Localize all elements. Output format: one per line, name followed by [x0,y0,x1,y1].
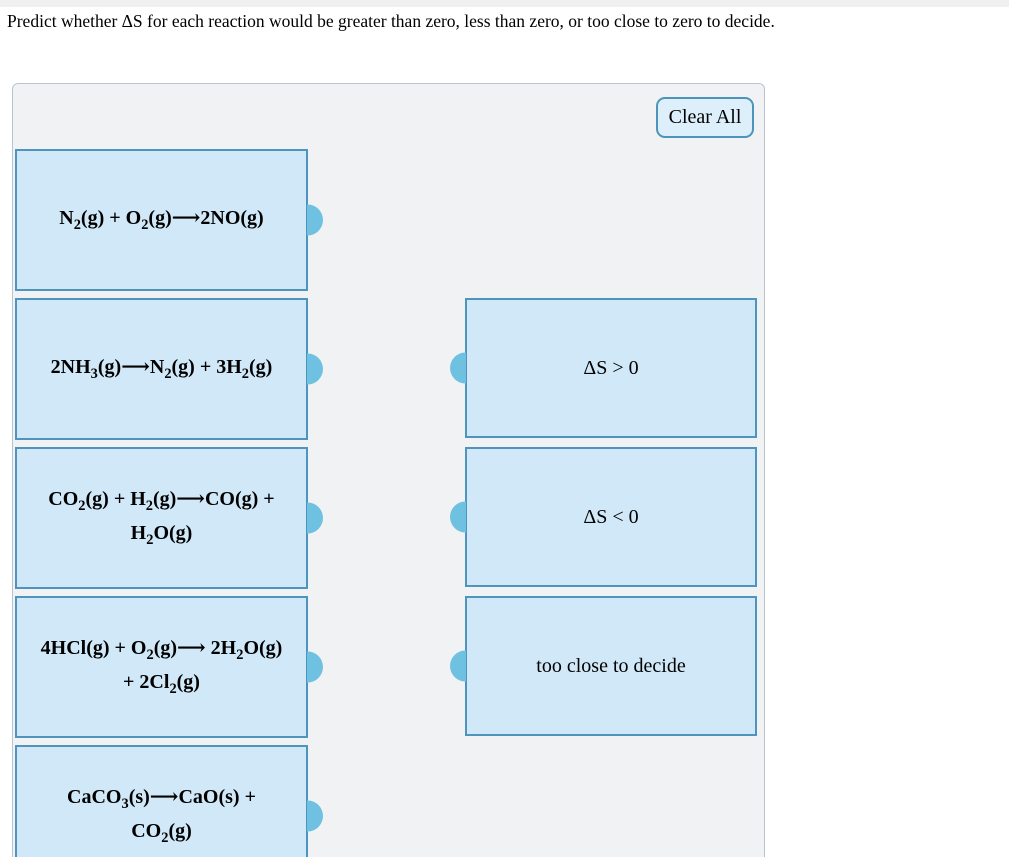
top-strip [0,0,1009,7]
reaction-formula: 4HCl(g) + O2(g)⟶ 2H2O(g) + 2Cl2(g) [40,637,283,697]
connector-handle[interactable] [307,651,323,683]
connector-handle[interactable] [450,352,466,384]
answer-card-ds-greater[interactable]: ΔS > 0 [450,298,757,438]
reaction-formula: CaCO3(s)⟶CaO(s) + CO2(g) [67,786,256,846]
answer-card-ds-less[interactable]: ΔS < 0 [450,447,757,587]
reaction-card-co2-h2[interactable]: CO2(g) + H2(g)⟶CO(g) + H2O(g) [15,447,323,589]
reaction-card-hcl-o2[interactable]: 4HCl(g) + O2(g)⟶ 2H2O(g) + 2Cl2(g) [15,596,323,738]
reaction-formula: N2(g) + O2(g)⟶2NO(g) [59,207,264,234]
connector-handle[interactable] [307,800,323,832]
clear-all-button[interactable]: Clear All [656,97,754,138]
connector-handle[interactable] [450,501,466,533]
reaction-formula: CO2(g) + H2(g)⟶CO(g) + H2O(g) [48,488,275,548]
reaction-column: N2(g) + O2(g)⟶2NO(g) 2NH3(g)⟶N2(g) + 3H2… [15,149,323,857]
connector-handle[interactable] [307,204,323,236]
answer-column: ΔS > 0 ΔS < 0 too close to decide [450,298,757,736]
connector-handle[interactable] [307,353,323,385]
reaction-card-nh3[interactable]: 2NH3(g)⟶N2(g) + 3H2(g) [15,298,323,440]
answer-label: too close to decide [536,654,686,677]
answer-card-too-close[interactable]: too close to decide [450,596,757,736]
instruction-text: Predict whether ΔS for each reaction wou… [7,11,775,31]
answer-label: ΔS > 0 [583,356,639,379]
answer-label: ΔS < 0 [583,505,639,528]
matching-panel: Clear All N2(g) + O2(g)⟶2NO(g) 2NH3(g)⟶N… [12,83,765,857]
connector-handle[interactable] [450,650,466,682]
connector-handle[interactable] [307,502,323,534]
reaction-card-n2-o2[interactable]: N2(g) + O2(g)⟶2NO(g) [15,149,323,291]
reaction-card-caco3[interactable]: CaCO3(s)⟶CaO(s) + CO2(g) [15,745,323,857]
reaction-formula: 2NH3(g)⟶N2(g) + 3H2(g) [50,356,273,383]
